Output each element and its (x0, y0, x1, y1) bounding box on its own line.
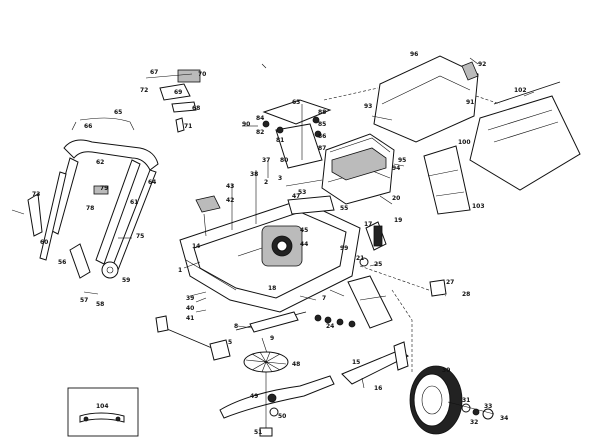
label-14: 14 (192, 243, 200, 250)
label-64: 64 (148, 179, 156, 186)
label-70: 70 (198, 71, 206, 78)
label-21: 21 (356, 255, 364, 262)
axle-rods (155, 297, 307, 361)
label-38: 38 (250, 171, 258, 178)
height-adjust-parts (314, 195, 447, 372)
blade-assembly (219, 351, 335, 437)
label-80: 80 (280, 157, 288, 164)
label-96: 96 (410, 51, 418, 58)
rear-bracket (341, 341, 409, 389)
label-50: 50 (278, 413, 286, 420)
label-87: 87 (318, 145, 326, 152)
label-43: 43 (226, 183, 234, 190)
rear-wheel (409, 365, 495, 435)
inset-box (67, 387, 139, 437)
label-25: 25 (374, 261, 382, 268)
label-51: 51 (254, 429, 262, 436)
label-85: 85 (318, 121, 326, 128)
label-48: 48 (292, 361, 300, 368)
label-91: 91 (466, 99, 474, 106)
label-45: 45 (300, 227, 308, 234)
label-78: 78 (86, 205, 94, 212)
label-49: 49 (250, 393, 258, 400)
switch-block-parts (242, 99, 332, 178)
label-99: 99 (340, 245, 348, 252)
label-104: 104 (96, 403, 109, 410)
label-82: 82 (256, 129, 264, 136)
label-44: 44 (300, 241, 308, 248)
label-60: 60 (40, 239, 48, 246)
label-34: 34 (500, 415, 508, 422)
cable-bracket-parts (145, 69, 201, 133)
grass-catcher (323, 55, 581, 215)
part-number-labels: 1 2 3 5 7 8 9 14 15 16 17 18 19 20 21 24… (32, 51, 527, 436)
label-100: 100 (458, 139, 471, 146)
label-5: 5 (228, 339, 232, 346)
label-31: 31 (462, 397, 470, 404)
mower-deck (179, 170, 361, 313)
label-2: 2 (264, 179, 268, 186)
label-66: 66 (84, 123, 92, 130)
label-81: 81 (276, 137, 284, 144)
label-32: 32 (470, 419, 478, 426)
label-15: 15 (352, 359, 360, 366)
label-40: 40 (186, 305, 194, 312)
label-72: 72 (140, 87, 148, 94)
label-69: 69 (174, 89, 182, 96)
label-73: 73 (32, 191, 40, 198)
label-86: 86 (318, 133, 326, 140)
label-90: 90 (242, 121, 250, 128)
label-65: 65 (114, 109, 122, 116)
label-92: 92 (478, 61, 486, 68)
label-103: 103 (472, 203, 485, 210)
label-59: 59 (122, 277, 130, 284)
label-75: 75 (136, 233, 144, 240)
label-88: 88 (318, 109, 326, 116)
label-28: 28 (462, 291, 470, 298)
leader-lines (183, 57, 535, 329)
label-20: 20 (392, 195, 400, 202)
label-56: 56 (58, 259, 66, 266)
label-68: 68 (192, 105, 200, 112)
label-95: 95 (398, 157, 406, 164)
label-41: 41 (186, 315, 194, 322)
label-42: 42 (226, 197, 234, 204)
label-79: 79 (100, 185, 108, 192)
label-94: 94 (392, 165, 400, 172)
label-57: 57 (80, 297, 88, 304)
label-62: 62 (96, 159, 104, 166)
label-37: 37 (262, 157, 270, 164)
label-63: 63 (292, 99, 300, 106)
label-16: 16 (374, 385, 382, 392)
label-71: 71 (184, 123, 192, 130)
label-39: 39 (186, 295, 194, 302)
handle-assembly (11, 117, 159, 295)
label-24: 24 (326, 323, 334, 330)
label-9: 9 (270, 335, 274, 342)
label-30: 30 (442, 367, 450, 374)
label-61: 61 (130, 199, 138, 206)
label-33: 33 (484, 403, 492, 410)
label-7: 7 (322, 295, 326, 302)
engine-hood (321, 133, 395, 205)
label-93: 93 (364, 103, 372, 110)
label-8: 8 (234, 323, 238, 330)
label-18: 18 (268, 285, 276, 292)
label-19: 19 (394, 217, 402, 224)
label-27: 27 (446, 279, 454, 286)
label-84: 84 (256, 115, 264, 122)
label-47: 47 (292, 193, 300, 200)
label-3: 3 (278, 175, 282, 182)
label-1: 1 (178, 267, 182, 274)
label-102: 102 (514, 87, 527, 94)
label-53: 53 (298, 189, 306, 196)
label-67: 67 (150, 69, 158, 76)
label-17: 17 (364, 221, 372, 228)
label-58: 58 (96, 301, 104, 308)
label-55: 55 (340, 205, 348, 212)
